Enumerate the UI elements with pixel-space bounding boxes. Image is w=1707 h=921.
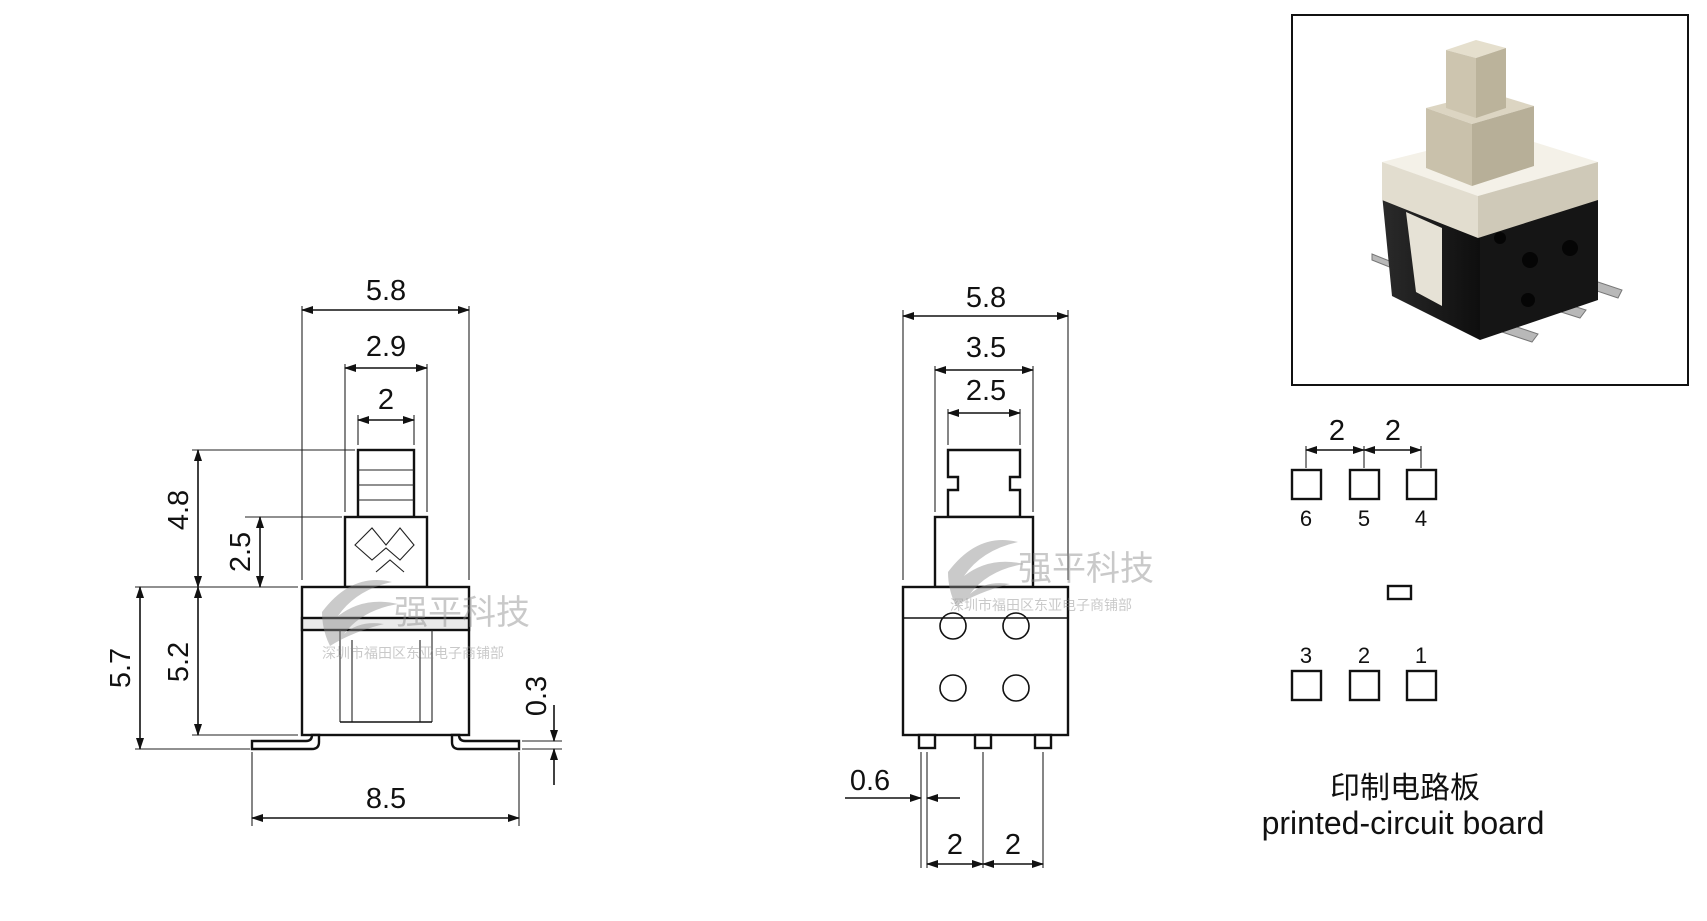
front-dimension-labels: 5.8 3.5 2.5 0.6 2 2 — [850, 282, 1021, 861]
pcb-pads — [1290, 468, 1438, 702]
dim-front-pitch-right: 2 — [1005, 829, 1021, 861]
dim-side-height-stem: 4.8 — [163, 490, 195, 530]
dim-side-width-total: 5.8 — [366, 275, 406, 307]
pcb-pin-4: 4 — [1415, 506, 1427, 531]
pcb-dimension-lines — [1305, 446, 1422, 468]
front-view: 5.8 3.5 2.5 0.6 2 2 — [845, 282, 1070, 868]
side-dimension-labels: 5.8 2.9 2 4.8 2.5 5.7 5.2 0.3 8.5 — [105, 275, 553, 815]
pcb-pin-5: 5 — [1358, 506, 1370, 531]
dim-side-width-cap: 2.9 — [366, 331, 406, 363]
watermark-front-subtitle: 深圳市福田区东亚电子商铺部 — [950, 597, 1132, 614]
dim-side-height-total: 5.7 — [105, 648, 137, 688]
side-view-outline — [250, 448, 521, 751]
pcb-pin-2: 2 — [1358, 643, 1370, 668]
dim-side-leg-span: 8.5 — [366, 783, 406, 815]
pcb-pitch-right: 2 — [1385, 415, 1401, 447]
pcb-pin-6: 6 — [1300, 506, 1312, 531]
switch-base-icon — [1382, 194, 1598, 340]
watermark-side-name: 强平科技 — [394, 593, 530, 633]
pcb-label-en: printed-circuit board — [1262, 805, 1545, 841]
dim-side-height-body: 5.2 — [163, 642, 195, 682]
dim-side-height-cap: 2.5 — [225, 532, 257, 572]
pcb-pin-3: 3 — [1300, 643, 1312, 668]
watermark-swoosh-icon-2 — [948, 540, 1024, 606]
front-view-outline — [901, 448, 1070, 750]
front-extension-lines — [902, 310, 1069, 868]
dim-front-width-total: 5.8 — [966, 282, 1006, 314]
watermark-front: 强平科技 深圳市福田区东亚电子商铺部 — [948, 540, 1154, 614]
dim-front-pin-width: 0.6 — [850, 765, 890, 797]
side-view: 5.8 2.9 2 4.8 2.5 5.7 5.2 0.3 8.5 — [105, 275, 562, 826]
watermark-side-subtitle: 深圳市福田区东亚电子商铺部 — [322, 645, 504, 662]
front-dimension-lines — [845, 312, 1069, 868]
pcb-label-cn: 印制电路板 — [1330, 771, 1480, 806]
dim-front-width-tip: 2.5 — [966, 375, 1006, 407]
dim-side-leg-thickness: 0.3 — [521, 676, 553, 716]
watermark-swoosh-icon — [322, 580, 398, 646]
switch-photo — [1291, 14, 1689, 386]
side-dimension-lines — [136, 306, 558, 822]
watermark-side: 强平科技 深圳市福田区东亚电子商铺部 — [322, 580, 530, 662]
pcb-footprint: 2 2 6 5 4 3 2 1 印制电路板 printed-circuit bo… — [1262, 415, 1545, 841]
watermark-front-name: 强平科技 — [1018, 549, 1154, 589]
dim-front-pitch-left: 2 — [947, 829, 963, 861]
dim-side-width-tip: 2 — [378, 384, 394, 416]
dim-front-width-cap: 3.5 — [966, 332, 1006, 364]
pcb-pin-1: 1 — [1415, 643, 1427, 668]
switch-cap-icon — [1382, 40, 1598, 238]
pcb-pitch-left: 2 — [1329, 415, 1345, 447]
